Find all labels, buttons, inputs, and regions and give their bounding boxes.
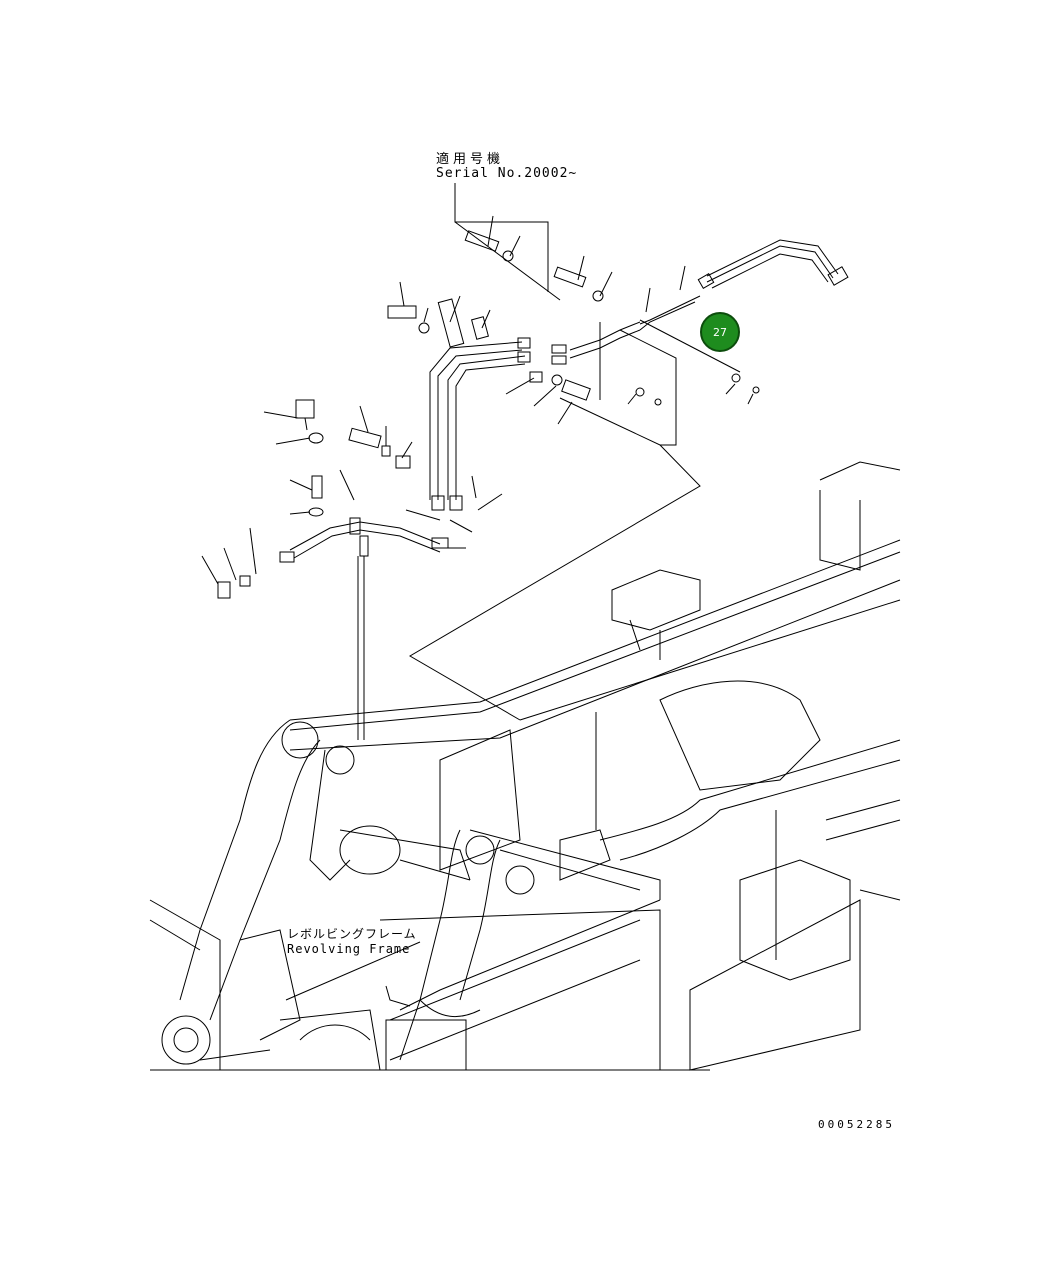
lower-left-assembly [201,399,503,740]
bolt-group-top [464,215,686,313]
drawing-number: 00052285 [818,1118,895,1131]
callout-27-marker[interactable]: 27 [700,312,740,352]
serial-label-en: Serial No.20002~ [436,166,578,181]
bolt-group-mid [505,371,760,425]
upper-pipe-assembly [551,239,849,365]
revolving-frame [149,461,901,1071]
serial-bracket [454,183,561,301]
bracket-frame [409,319,741,721]
callout-27-number: 27 [713,325,727,339]
revolving-frame-label-en: Revolving Frame [287,942,411,956]
left-pipe-assembly [387,281,531,511]
serial-label-jp: 適用号機 [436,152,505,167]
revolving-frame-label-jp: レボルビングフレーム [287,927,417,941]
